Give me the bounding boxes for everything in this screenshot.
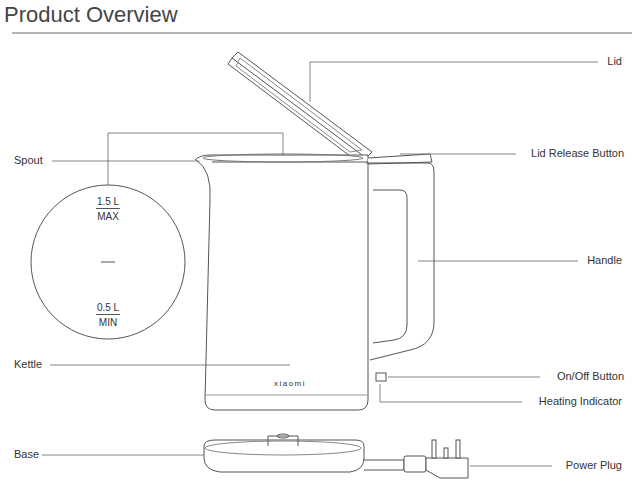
part-label: Heating Indicator — [537, 395, 624, 408]
part-label: On/Off Button — [555, 370, 626, 383]
level-mark-text: 0.5 L — [30, 302, 186, 315]
level-mark: MIN — [98, 317, 118, 329]
level-mark: 0.5 L — [96, 302, 120, 315]
part-label: Power Plug — [564, 459, 624, 472]
part-label: Kettle — [12, 358, 44, 371]
svg-text:xiaomi: xiaomi — [274, 379, 306, 388]
level-mark-text: MAX — [30, 211, 186, 223]
level-mark: 1.5 L — [96, 196, 120, 209]
level-mark-text: MIN — [30, 317, 186, 329]
part-label: Handle — [585, 254, 624, 267]
kettle-body: xiaomi — [195, 154, 434, 410]
page-title: Product Overview — [4, 2, 178, 28]
part-label: Lid Release Button — [529, 147, 626, 160]
level-callout-circle: 1.5 L MAX 0.5 L MIN — [30, 184, 186, 340]
lid-drawing — [228, 52, 372, 158]
kettle-base — [204, 434, 468, 478]
part-label: Spout — [12, 154, 45, 167]
part-label: Lid — [605, 55, 624, 68]
level-mark: MAX — [96, 211, 120, 223]
level-mark-text: 1.5 L — [30, 196, 186, 209]
part-label: Base — [12, 448, 41, 461]
title-rule — [12, 33, 632, 34]
